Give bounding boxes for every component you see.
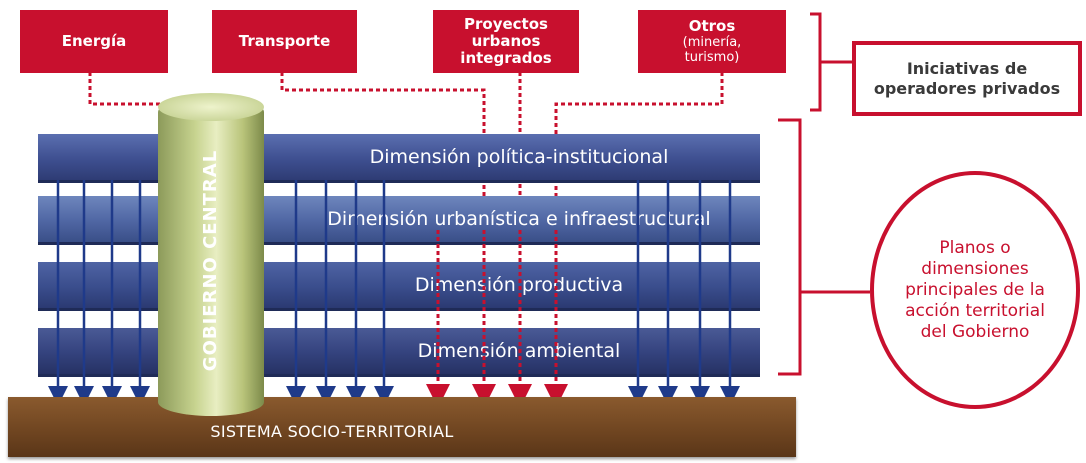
initiative-otros-label: Otros bbox=[688, 17, 736, 35]
initiative-proyectos-urbanos: Proyectos urbanos integrados bbox=[433, 10, 579, 73]
cylinder-top bbox=[158, 93, 264, 121]
base-label: SISTEMA SOCIO-TERRITORIAL bbox=[210, 421, 454, 441]
socio-territorial-base: SISTEMA SOCIO-TERRITORIAL bbox=[8, 397, 796, 457]
initiative-transporte: Transporte bbox=[212, 10, 357, 73]
initiative-otros: Otros (minería, turismo) bbox=[638, 10, 786, 73]
layer-productiva-label: Dimensión productiva bbox=[414, 274, 624, 296]
layer-urbanistica-label: Dimensión urbanística e infraestructural bbox=[327, 208, 711, 230]
layer-politica-label: Dimensión política-institucional bbox=[369, 146, 669, 168]
initiative-energia: Energía bbox=[20, 10, 168, 73]
private-operators-label: Iniciativas de operadores privados bbox=[873, 58, 1061, 98]
dimensions-caption-circle: Planos o dimensiones principales de la a… bbox=[870, 171, 1080, 409]
private-operators-box: Iniciativas de operadores privados bbox=[852, 41, 1082, 116]
central-government-cylinder bbox=[158, 98, 264, 416]
initiative-transporte-label: Transporte bbox=[238, 32, 331, 50]
initiative-proyectos-label: Proyectos urbanos integrados bbox=[460, 15, 552, 67]
initiative-otros-sub: (minería, turismo) bbox=[682, 35, 742, 65]
dimensions-caption: Planos o dimensiones principales de la a… bbox=[905, 237, 1045, 342]
initiative-energia-label: Energía bbox=[61, 32, 127, 50]
